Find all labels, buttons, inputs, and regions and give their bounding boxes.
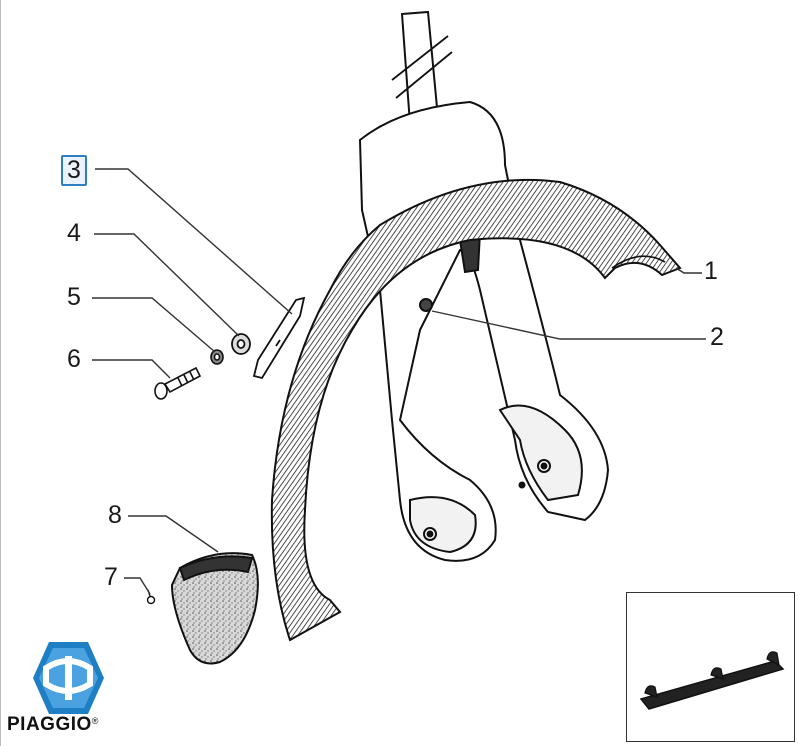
callout-8[interactable]: 8 — [108, 501, 122, 529]
trim-strip — [252, 296, 306, 380]
callout-4[interactable]: 4 — [67, 219, 81, 247]
callout-1[interactable]: 1 — [704, 257, 718, 285]
washer — [231, 333, 251, 355]
piaggio-wordmark: PIAGGIO® — [7, 714, 99, 735]
piaggio-logo — [33, 642, 104, 714]
fork-body — [358, 100, 610, 562]
mudguard — [270, 178, 682, 642]
callout-7[interactable]: 7 — [104, 563, 118, 591]
leader-lines — [92, 168, 706, 595]
callout-6[interactable]: 6 — [67, 345, 81, 373]
mudguard-tip — [170, 552, 259, 665]
callout-5[interactable]: 5 — [67, 283, 81, 311]
callout-3[interactable]: 3 — [61, 155, 87, 186]
callout-2[interactable]: 2 — [710, 323, 724, 351]
frame-border — [0, 0, 1, 746]
trim-strip-detail — [639, 651, 785, 710]
bolt — [154, 366, 202, 400]
part-detail-inset — [626, 592, 795, 742]
nut — [210, 349, 224, 365]
